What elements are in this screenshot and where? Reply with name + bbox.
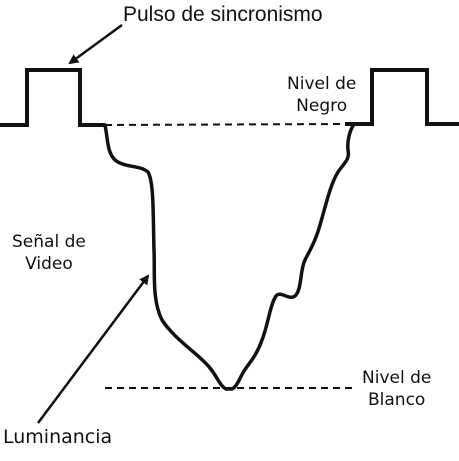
- black-level-line1: Nivel de: [287, 74, 357, 94]
- luminance-waveform: [103, 122, 356, 391]
- sync-pulse-label: Pulso de sincronismo: [123, 3, 323, 26]
- luminance-arrow: [36, 274, 150, 424]
- right-sync-pulse: [345, 68, 459, 126]
- video-signal-label: Señal de Video: [12, 231, 86, 275]
- sync-pulse-arrow: [68, 23, 123, 65]
- white-level-line2: Blanco: [368, 390, 426, 410]
- left-sync-pulse: [0, 68, 105, 127]
- black-level-line2: Negro: [296, 96, 348, 116]
- video-signal-line2: Video: [25, 254, 73, 274]
- white-level-line1: Nivel de: [362, 368, 432, 388]
- black-level-line: [104, 123, 346, 126]
- white-level-label: Nivel de Blanco: [362, 367, 431, 411]
- luminance-label: Luminancia: [3, 426, 113, 448]
- black-level-label: Nivel de Negro: [287, 73, 356, 117]
- video-signal-line1: Señal de: [12, 232, 86, 252]
